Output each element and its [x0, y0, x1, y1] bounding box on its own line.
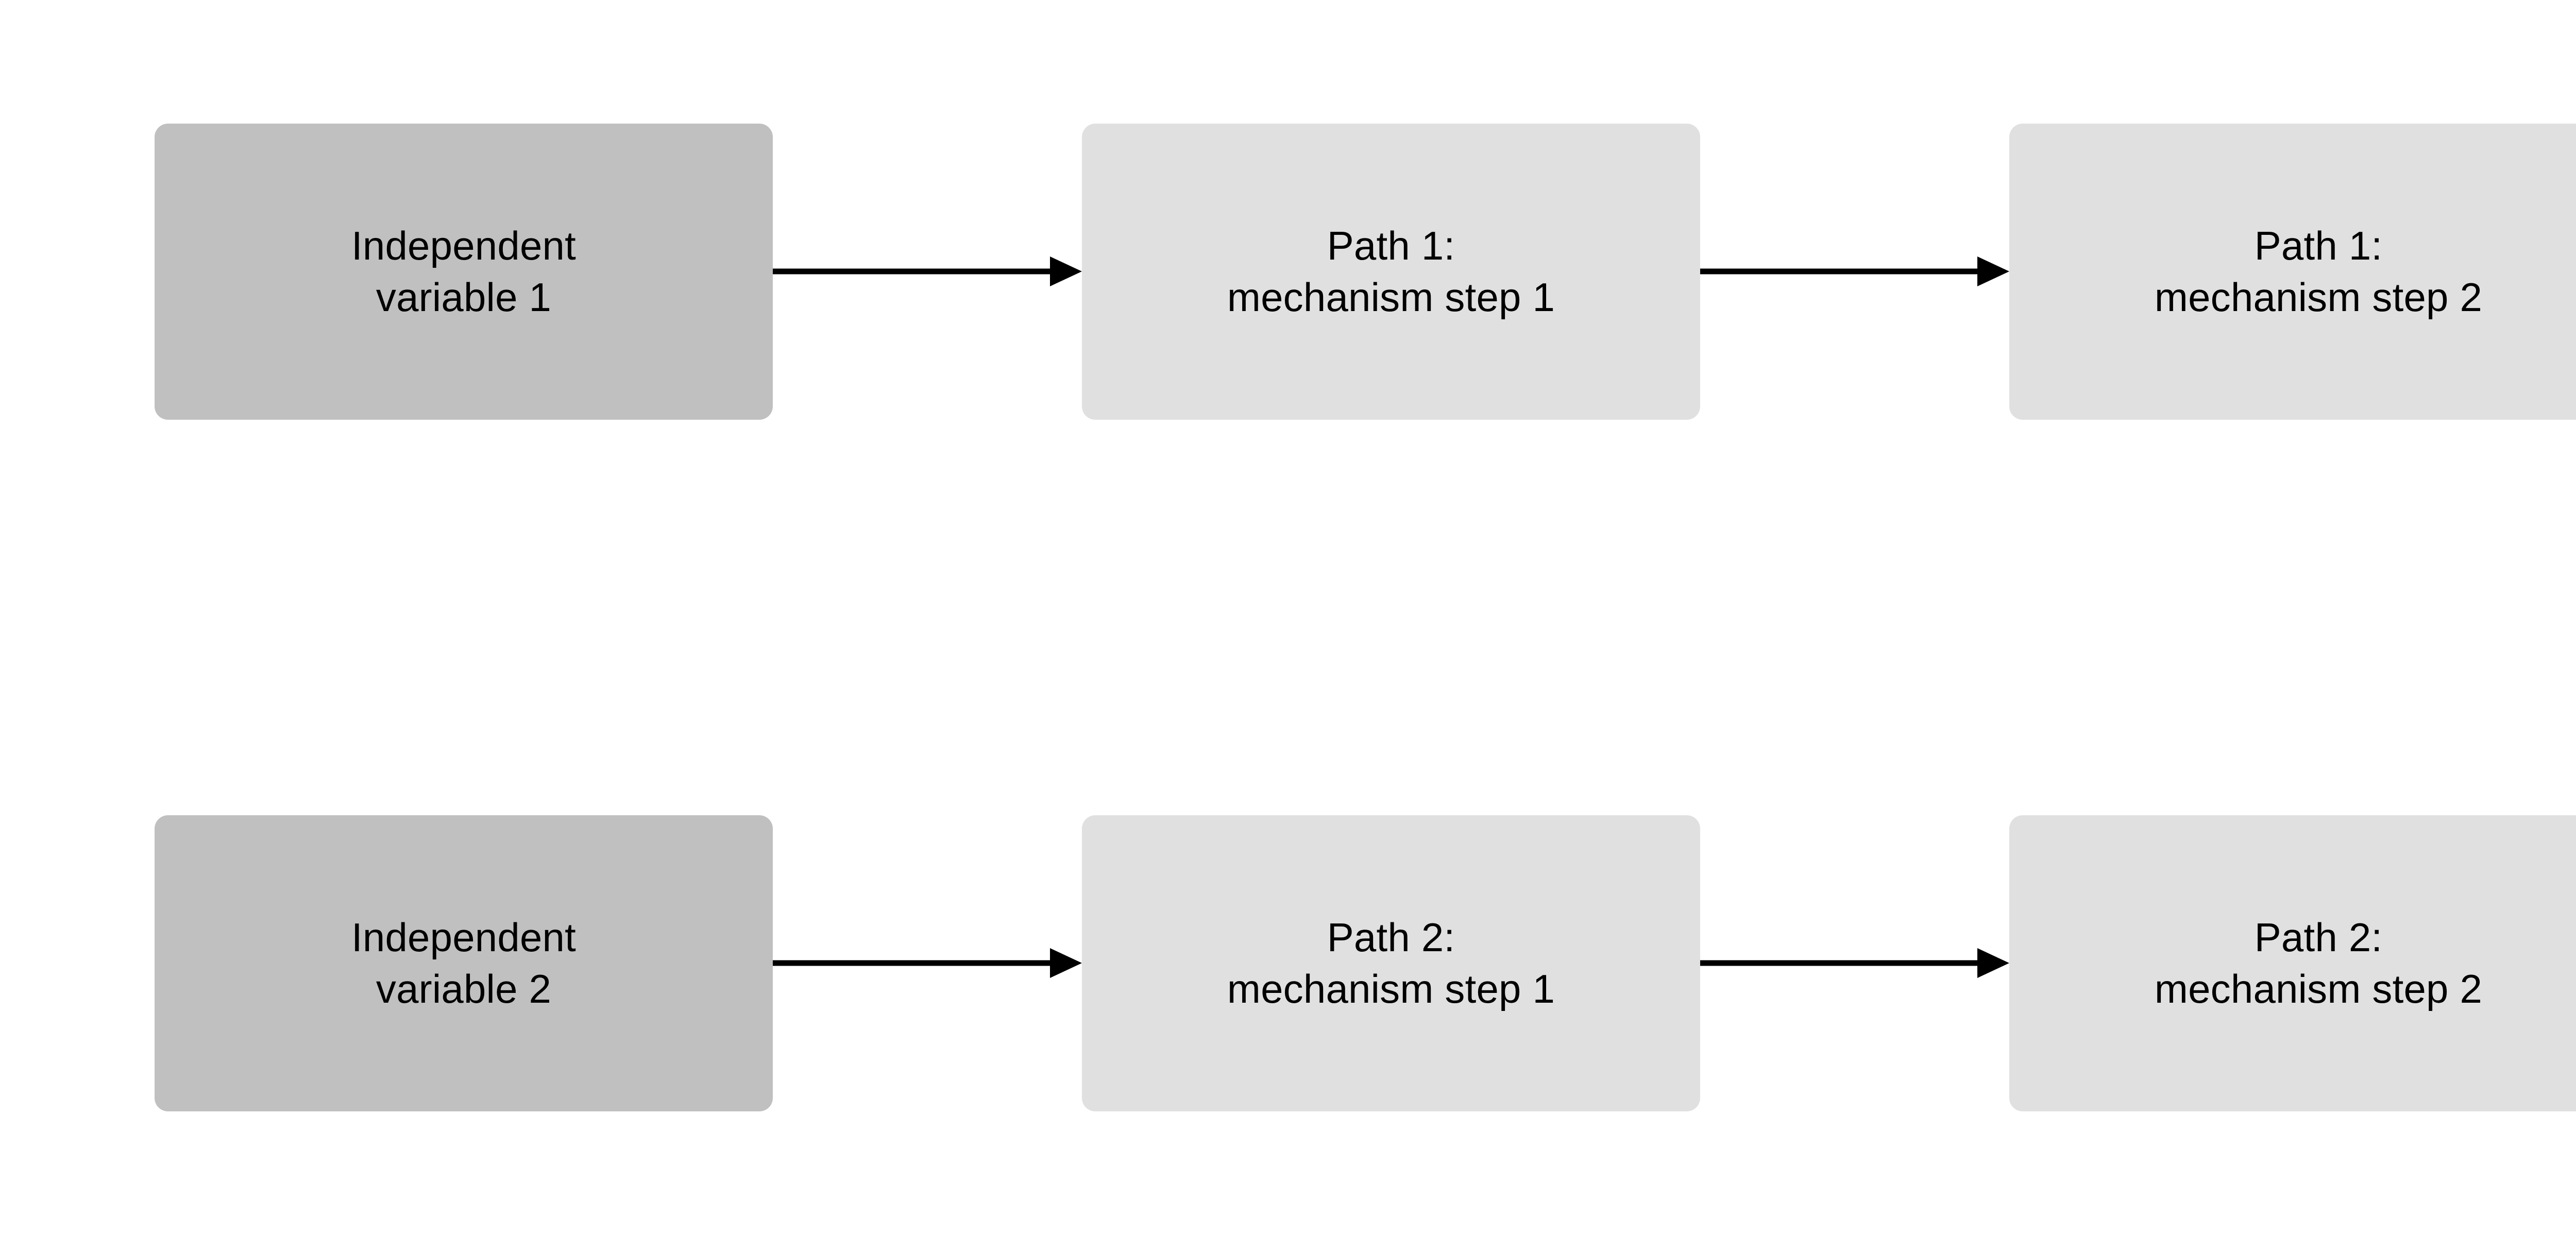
node-label: Independent variable 1 — [351, 222, 576, 320]
node-path-1-mechanism-step-2[interactable]: Path 1: mechanism step 2 — [2009, 124, 2576, 420]
node-label: Independent variable 2 — [351, 914, 576, 1011]
node-independent-variable-2[interactable]: Independent variable 2 — [155, 815, 773, 1111]
arrowhead-icon — [1977, 256, 2009, 286]
arrowhead-icon — [1977, 948, 2009, 978]
node-label: Path 2: mechanism step 2 — [2154, 914, 2483, 1011]
node-label: Path 2: mechanism step 1 — [1227, 914, 1555, 1011]
arrowhead-icon — [1050, 256, 1082, 286]
node-label: Path 1: mechanism step 1 — [1227, 222, 1555, 320]
node-independent-variable-1[interactable]: Independent variable 1 — [155, 124, 773, 420]
node-label: Path 1: mechanism step 2 — [2154, 222, 2483, 320]
node-path-2-mechanism-step-2[interactable]: Path 2: mechanism step 2 — [2009, 815, 2576, 1111]
node-path-1-mechanism-step-1[interactable]: Path 1: mechanism step 1 — [1082, 124, 1700, 420]
node-path-2-mechanism-step-1[interactable]: Path 2: mechanism step 1 — [1082, 815, 1700, 1111]
arrowhead-icon — [1050, 948, 1082, 978]
